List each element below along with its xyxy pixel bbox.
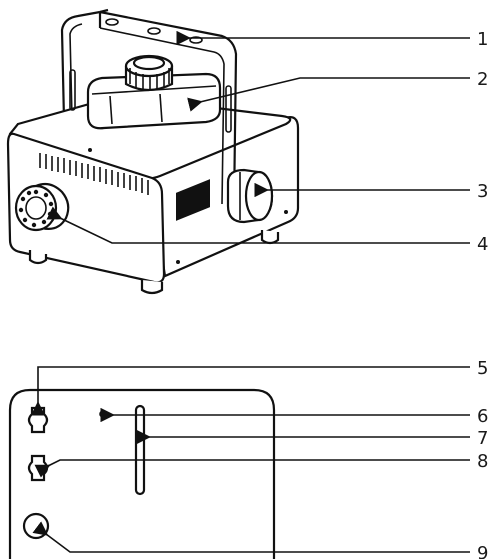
rear-panel-outline [8,388,276,559]
leader-9 [32,521,470,553]
indicator-led [99,410,107,418]
callout-4: 4 [477,234,488,255]
side-vent [176,179,210,221]
rear-panel [8,388,276,559]
connector-top [27,406,49,434]
leader-2 [187,77,470,112]
leader-5 [30,366,470,416]
callout-2: 2 [477,69,488,90]
callout-8: 8 [477,451,488,472]
callout-6: 6 [477,406,488,427]
callout-7: 7 [477,428,488,449]
callout-3: 3 [477,181,488,202]
bracket-knob [226,168,274,224]
callout-5: 5 [477,358,488,379]
callout-1: 1 [477,29,488,50]
housing-side [148,116,300,278]
machine-illustration [6,8,300,295]
slot [134,404,146,496]
front-vent-grille [39,153,149,195]
bracket-slot [225,85,232,133]
callout-9: 9 [477,543,488,559]
connector-middle [27,454,49,482]
leader-4 [46,206,470,244]
bracket-left-arm [60,10,101,121]
tank-cap [124,54,174,92]
mounting-bracket [98,10,238,209]
connector-bottom [22,512,50,540]
nozzle [14,182,70,232]
callout-numbers: 1 2 3 4 5 6 7 8 9 [477,29,488,559]
leader-8 [34,459,470,478]
